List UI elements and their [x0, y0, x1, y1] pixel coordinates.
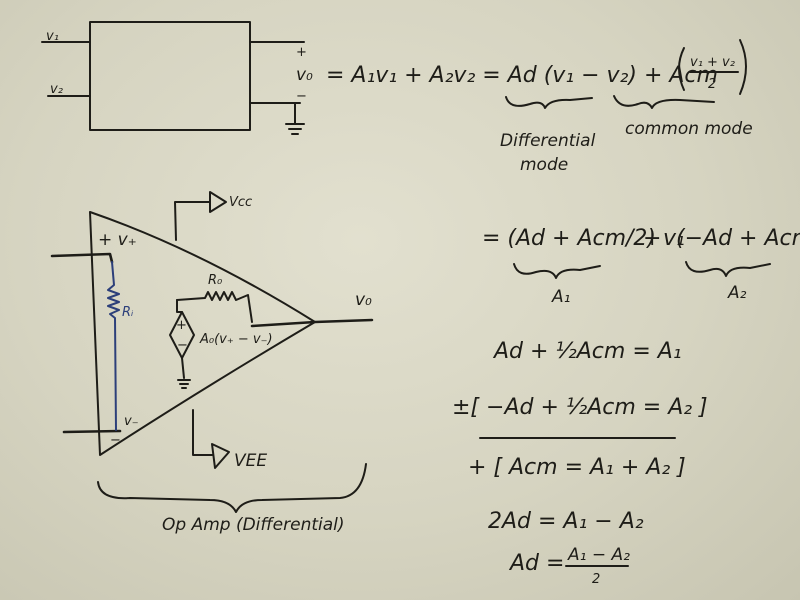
output-minus-sign: − — [296, 89, 307, 104]
expanded-right: (−Ad + Acm/2) v₂ — [676, 226, 800, 251]
source-minus: − — [177, 338, 188, 353]
expanded-left: = (Ad + Acm/2) v₁ — [482, 226, 685, 251]
vplus-wire — [50, 252, 114, 264]
common-mode-label: common mode — [625, 119, 753, 139]
equation-2: ±[ −Ad + ½Acm = A₂ ] — [452, 395, 708, 420]
ri-label: Rᵢ — [122, 305, 134, 320]
source-wire — [176, 299, 183, 313]
expanded-plus: + — [643, 226, 661, 251]
vcc-supply-icon — [174, 191, 227, 241]
solution-steps: Ad + ½Acm = A₁ ±[ −Ad + ½Acm = A₂ ] + [ … — [452, 339, 708, 587]
input2-label: v₂ — [50, 82, 63, 97]
vminus-label: v₋ — [124, 414, 139, 429]
vminus-wire — [62, 429, 122, 434]
paren-left — [678, 47, 685, 91]
ri-resistor — [107, 261, 120, 431]
output-label: v₀ — [296, 65, 313, 85]
ground-icon — [285, 102, 305, 135]
differential-mode-label: Differential — [500, 131, 596, 151]
cm-numerator: v₁ + v₂ — [690, 55, 735, 70]
input1-label: v₁ — [46, 29, 59, 44]
cm-denominator: 2 — [708, 77, 716, 92]
common-brace — [613, 95, 715, 109]
gain-label: A₀(v₊ − v₋) — [199, 332, 273, 347]
main-equation-text: = A₁v₁ + A₂v₂ = Ad (v₁ − v₂) + Acm — [326, 63, 718, 88]
block-box — [89, 21, 251, 131]
vminus-sign: − — [110, 433, 121, 448]
amplifier-block: v₁ v₂ + − v₀ — [41, 21, 313, 135]
differential-brace — [505, 96, 593, 109]
source-ground-icon — [177, 357, 191, 389]
a2-label: A₂ — [727, 283, 747, 303]
a1-label: A₁ — [551, 287, 570, 307]
main-equation: = A₁v₁ + A₂v₂ = Ad (v₁ − v₂) + Acm v₁ + … — [326, 39, 753, 175]
equation-1: Ad + ½Acm = A₁ — [492, 339, 682, 364]
vcc-label: Vcc — [229, 195, 252, 210]
equation-5-left: Ad = — [508, 551, 564, 576]
opamp-brace — [97, 463, 367, 513]
a1-brace — [513, 263, 601, 279]
opamp-caption: Op Amp (Differential) — [162, 515, 345, 535]
expanded-equation: = (Ad + Acm/2) v₁ + (−Ad + Acm/2) v₂ A₁ … — [482, 226, 800, 307]
opamp-triangle — [89, 211, 316, 456]
equation-3: + [ Acm = A₁ + A₂ ] — [468, 455, 686, 480]
ro-label: R₀ — [208, 273, 223, 288]
opamp-diagram: Rᵢ + v₊ v₋ − R₀ + − A₀(v₊ − v₋) v₀ Vcc V… — [50, 191, 374, 535]
ro-resistor — [176, 291, 253, 323]
vplus-label: + v₊ — [98, 230, 137, 250]
opamp-output-label: v₀ — [355, 290, 372, 310]
equation-5-denominator: 2 — [592, 572, 600, 587]
output-plus-sign: + — [296, 45, 307, 60]
a2-brace — [685, 261, 771, 277]
equation-5-numerator: A₁ − A₂ — [567, 545, 630, 565]
paren-right — [739, 39, 747, 95]
equation-4: 2Ad = A₁ − A₂ — [488, 509, 644, 534]
vee-label: VEE — [234, 451, 267, 471]
vee-supply-icon — [192, 409, 230, 469]
differential-mode-label-2: mode — [520, 155, 568, 175]
source-plus: + — [176, 318, 187, 333]
output-wire — [250, 318, 374, 328]
